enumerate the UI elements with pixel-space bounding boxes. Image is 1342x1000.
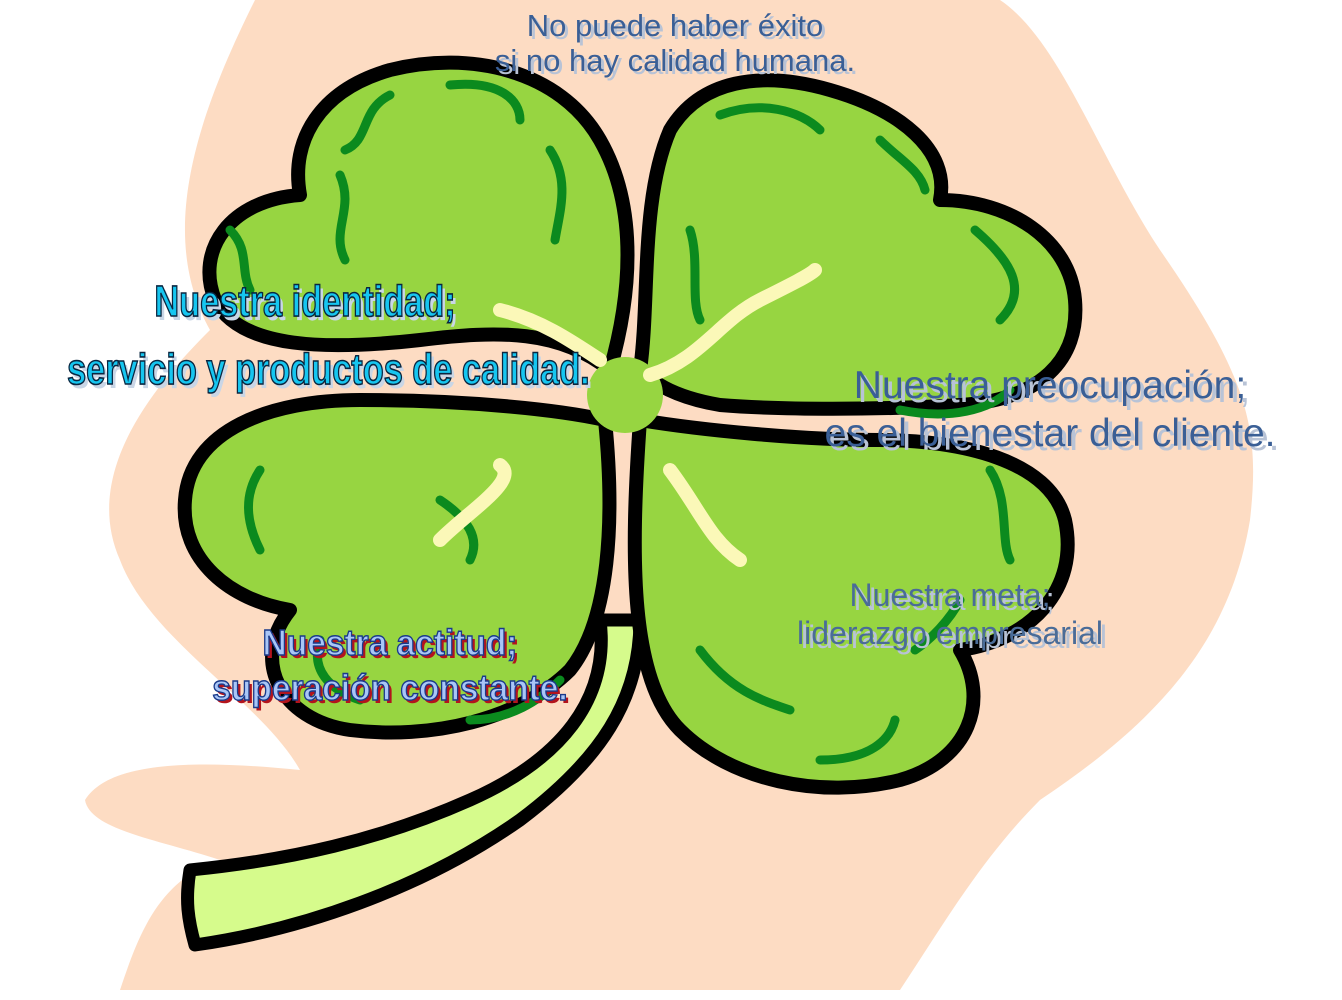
caption-quality: No puede haber éxito si no hay calidad h… xyxy=(430,8,920,78)
caption-concern-line2: es el bienestar del cliente. xyxy=(770,410,1330,458)
caption-goal-line2: liderazgo empresarial xyxy=(720,614,1180,652)
caption-identity-line2: servicio y productos de calidad. xyxy=(67,336,543,404)
caption-concern: Nuestra preocupación; es el bienestar de… xyxy=(770,362,1330,457)
caption-attitude: Nuestra actitud; superación constante. xyxy=(167,620,613,710)
caption-goal-line1: Nuestra meta; xyxy=(720,576,1180,614)
caption-quality-line1: No puede haber éxito xyxy=(430,8,920,43)
caption-identity-line1: Nuestra identidad; xyxy=(67,268,543,336)
caption-goal: Nuestra meta; liderazgo empresarial xyxy=(720,576,1180,653)
caption-identity: Nuestra identidad; servicio y productos … xyxy=(67,268,543,404)
caption-attitude-line2: superación constante. xyxy=(167,665,613,710)
caption-concern-line1: Nuestra preocupación; xyxy=(770,362,1330,410)
caption-attitude-line1: Nuestra actitud; xyxy=(167,620,613,665)
caption-quality-line2: si no hay calidad humana. xyxy=(430,43,920,78)
